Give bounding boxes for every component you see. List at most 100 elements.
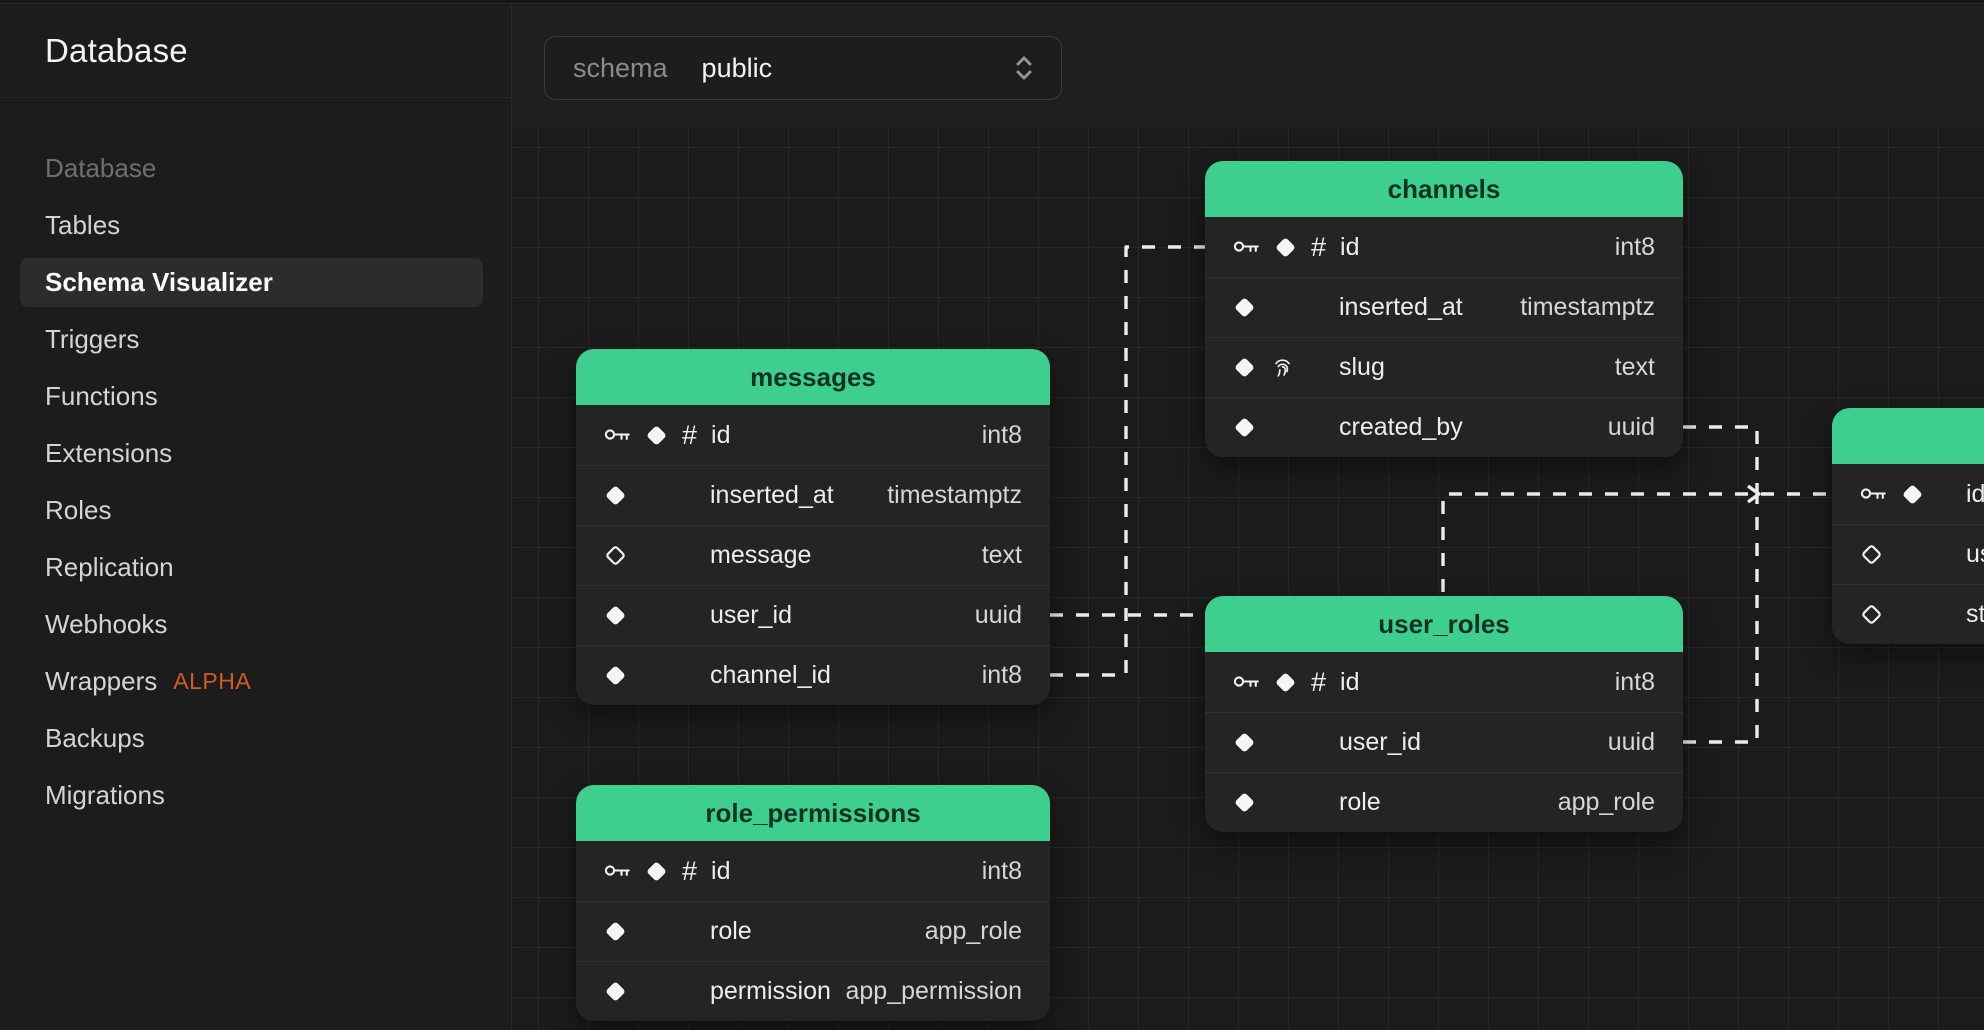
column-row-inserted-at: inserted_at timestamptz xyxy=(1205,277,1683,337)
column-name: user_id xyxy=(1339,728,1421,756)
sidebar-item-label: Functions xyxy=(45,381,158,411)
column-name: inserted_at xyxy=(710,481,834,509)
sidebar-item-migrations[interactable]: Migrations xyxy=(0,767,511,824)
key-icon xyxy=(604,863,631,880)
column-name: id xyxy=(711,856,731,885)
schema-select[interactable]: schema public xyxy=(544,36,1062,100)
column-name: id xyxy=(711,420,731,449)
diamond-icon xyxy=(1233,416,1256,439)
schema-select-label: schema xyxy=(573,52,668,83)
table-header-table[interactable] xyxy=(1832,408,1984,464)
column-icons xyxy=(1860,603,1952,626)
column-row-slug: slug text xyxy=(1205,337,1683,397)
column-type: int8 xyxy=(1614,232,1655,261)
column-name: channel_id xyxy=(710,661,831,689)
key-icon xyxy=(604,427,631,444)
sidebar-item-schema-visualizer[interactable]: Schema Visualizer xyxy=(0,254,511,311)
table-header-role-permissions[interactable]: role_permissions xyxy=(576,785,1050,841)
column-row-id: # id int8 xyxy=(576,405,1050,465)
diamond-icon xyxy=(1233,731,1256,754)
sidebar-item-label: Schema Visualizer xyxy=(45,267,273,297)
diamond-icon xyxy=(1274,671,1297,694)
sidebar-item-label: Migrations xyxy=(45,780,165,810)
sidebar-item-label: Triggers xyxy=(45,324,140,354)
column-icons xyxy=(604,604,696,627)
column-type: int8 xyxy=(981,420,1022,449)
window-top-border xyxy=(0,0,1984,4)
column-icons xyxy=(1233,355,1325,380)
column-icons: # xyxy=(1233,231,1327,262)
diamond-icon xyxy=(645,860,668,883)
column-icons xyxy=(1233,296,1325,319)
hash-icon: # xyxy=(682,419,698,450)
column-row-permission: permission app_permission xyxy=(576,961,1050,1021)
hash-icon: # xyxy=(1311,231,1327,262)
column-name: role xyxy=(710,917,752,945)
column-name: created_by xyxy=(1339,413,1463,441)
column-type: uuid xyxy=(1607,413,1655,441)
sidebar-item-backups[interactable]: Backups xyxy=(0,710,511,767)
column-row-use: use xyxy=(1832,524,1984,584)
sidebar-item-webhooks[interactable]: Webhooks xyxy=(0,596,511,653)
column-type: timestamptz xyxy=(1520,293,1655,321)
sidebar-item-replication[interactable]: Replication xyxy=(0,539,511,596)
column-type: int8 xyxy=(1614,667,1655,696)
column-icons xyxy=(1860,483,1952,506)
diamond-icon xyxy=(1233,791,1256,814)
column-name: inserted_at xyxy=(1339,293,1463,321)
diamond-icon xyxy=(1901,483,1924,506)
column-name: sta xyxy=(1966,600,1984,628)
column-row-role: role app_role xyxy=(576,901,1050,961)
column-row-created-by: created_by uuid xyxy=(1205,397,1683,457)
column-type: text xyxy=(1614,353,1655,381)
column-name: id xyxy=(1340,667,1360,696)
column-name: id xyxy=(1340,232,1360,261)
table-header-user-roles[interactable]: user_roles xyxy=(1205,596,1683,652)
sidebar-item-extensions[interactable]: Extensions xyxy=(0,425,511,482)
sidebar-item-functions[interactable]: Functions xyxy=(0,368,511,425)
page-title: Database xyxy=(45,32,188,69)
column-name: permission xyxy=(710,977,831,1005)
hash-icon: # xyxy=(1311,666,1327,697)
diamond-icon xyxy=(604,604,627,627)
key-icon xyxy=(1233,674,1260,691)
table-node-channels[interactable]: channels # id int8 inserted_at timestamptz slu… xyxy=(1205,161,1683,457)
column-type: text xyxy=(981,541,1022,569)
table-name: user_roles xyxy=(1378,608,1510,639)
sidebar-item-label: Backups xyxy=(45,723,145,753)
column-type: app_role xyxy=(924,917,1022,945)
table-name: role_permissions xyxy=(705,797,921,828)
table-header-messages[interactable]: messages xyxy=(576,349,1050,405)
table-node-table[interactable]: idusesta xyxy=(1832,408,1984,644)
column-icons xyxy=(604,664,696,687)
sidebar-item-triggers[interactable]: Triggers xyxy=(0,311,511,368)
schema-select-value: public xyxy=(701,52,773,83)
column-icons xyxy=(604,980,696,1003)
key-icon xyxy=(1860,486,1887,503)
column-name: user_id xyxy=(710,601,792,629)
column-icons: # xyxy=(1233,666,1327,697)
column-type: app_permission xyxy=(845,977,1023,1005)
column-name: slug xyxy=(1339,353,1385,381)
diamond-icon xyxy=(604,980,627,1003)
diamond-icon xyxy=(604,920,627,943)
table-name: messages xyxy=(750,361,876,392)
diamond-open-icon xyxy=(604,544,627,567)
alpha-badge: ALPHA xyxy=(173,668,252,694)
column-type: int8 xyxy=(981,856,1022,885)
sidebar-item-tables[interactable]: Tables xyxy=(0,197,511,254)
diamond-icon xyxy=(645,424,668,447)
table-header-channels[interactable]: channels xyxy=(1205,161,1683,217)
sidebar-item-roles[interactable]: Roles xyxy=(0,482,511,539)
diamond-icon xyxy=(604,664,627,687)
column-icons xyxy=(1233,791,1325,814)
sidebar-item-label: Extensions xyxy=(45,438,173,468)
column-type: app_role xyxy=(1557,788,1655,816)
